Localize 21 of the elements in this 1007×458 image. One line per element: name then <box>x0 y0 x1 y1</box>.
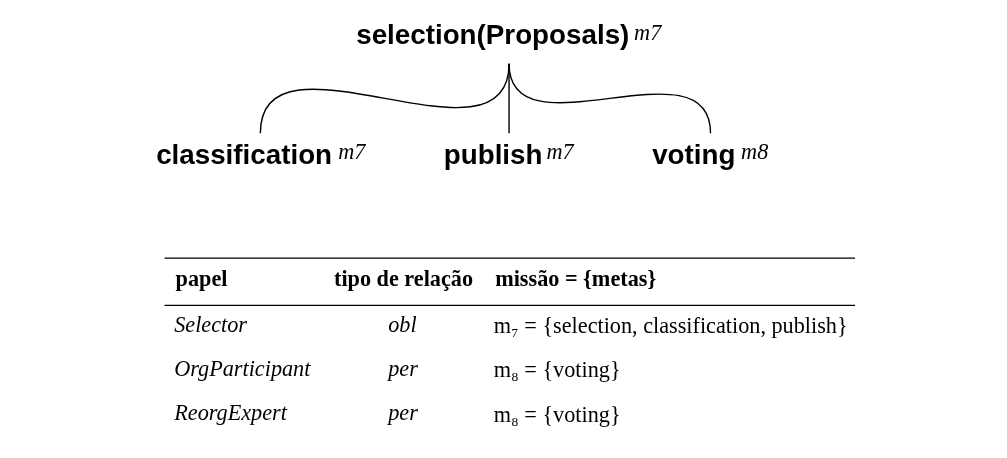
node-text: voting <box>652 138 736 170</box>
label: tipo de relação <box>333 265 474 291</box>
node-label: m7 <box>338 139 366 165</box>
label: per <box>388 356 418 381</box>
label: ReorgExpert <box>174 400 287 426</box>
node-label: m8 <box>741 139 769 165</box>
label: m₈ = {voting} <box>493 357 621 383</box>
label: OrgParticipant <box>174 356 311 381</box>
node-text: classification <box>156 138 333 170</box>
node-label: m7 <box>634 19 662 45</box>
node-label: m7 <box>546 139 574 165</box>
node-text: publish <box>443 138 543 170</box>
label: m₈ = {voting} <box>493 401 621 427</box>
label: obl <box>388 311 417 337</box>
label: papel <box>175 265 228 291</box>
label: Selector <box>174 311 248 337</box>
label: m₇ = {selection, classification, publish} <box>493 312 848 338</box>
label: missão = {metas} <box>495 265 657 291</box>
node-text: selection(Proposals) <box>356 19 630 51</box>
connector <box>508 62 712 134</box>
label: per <box>388 400 418 426</box>
